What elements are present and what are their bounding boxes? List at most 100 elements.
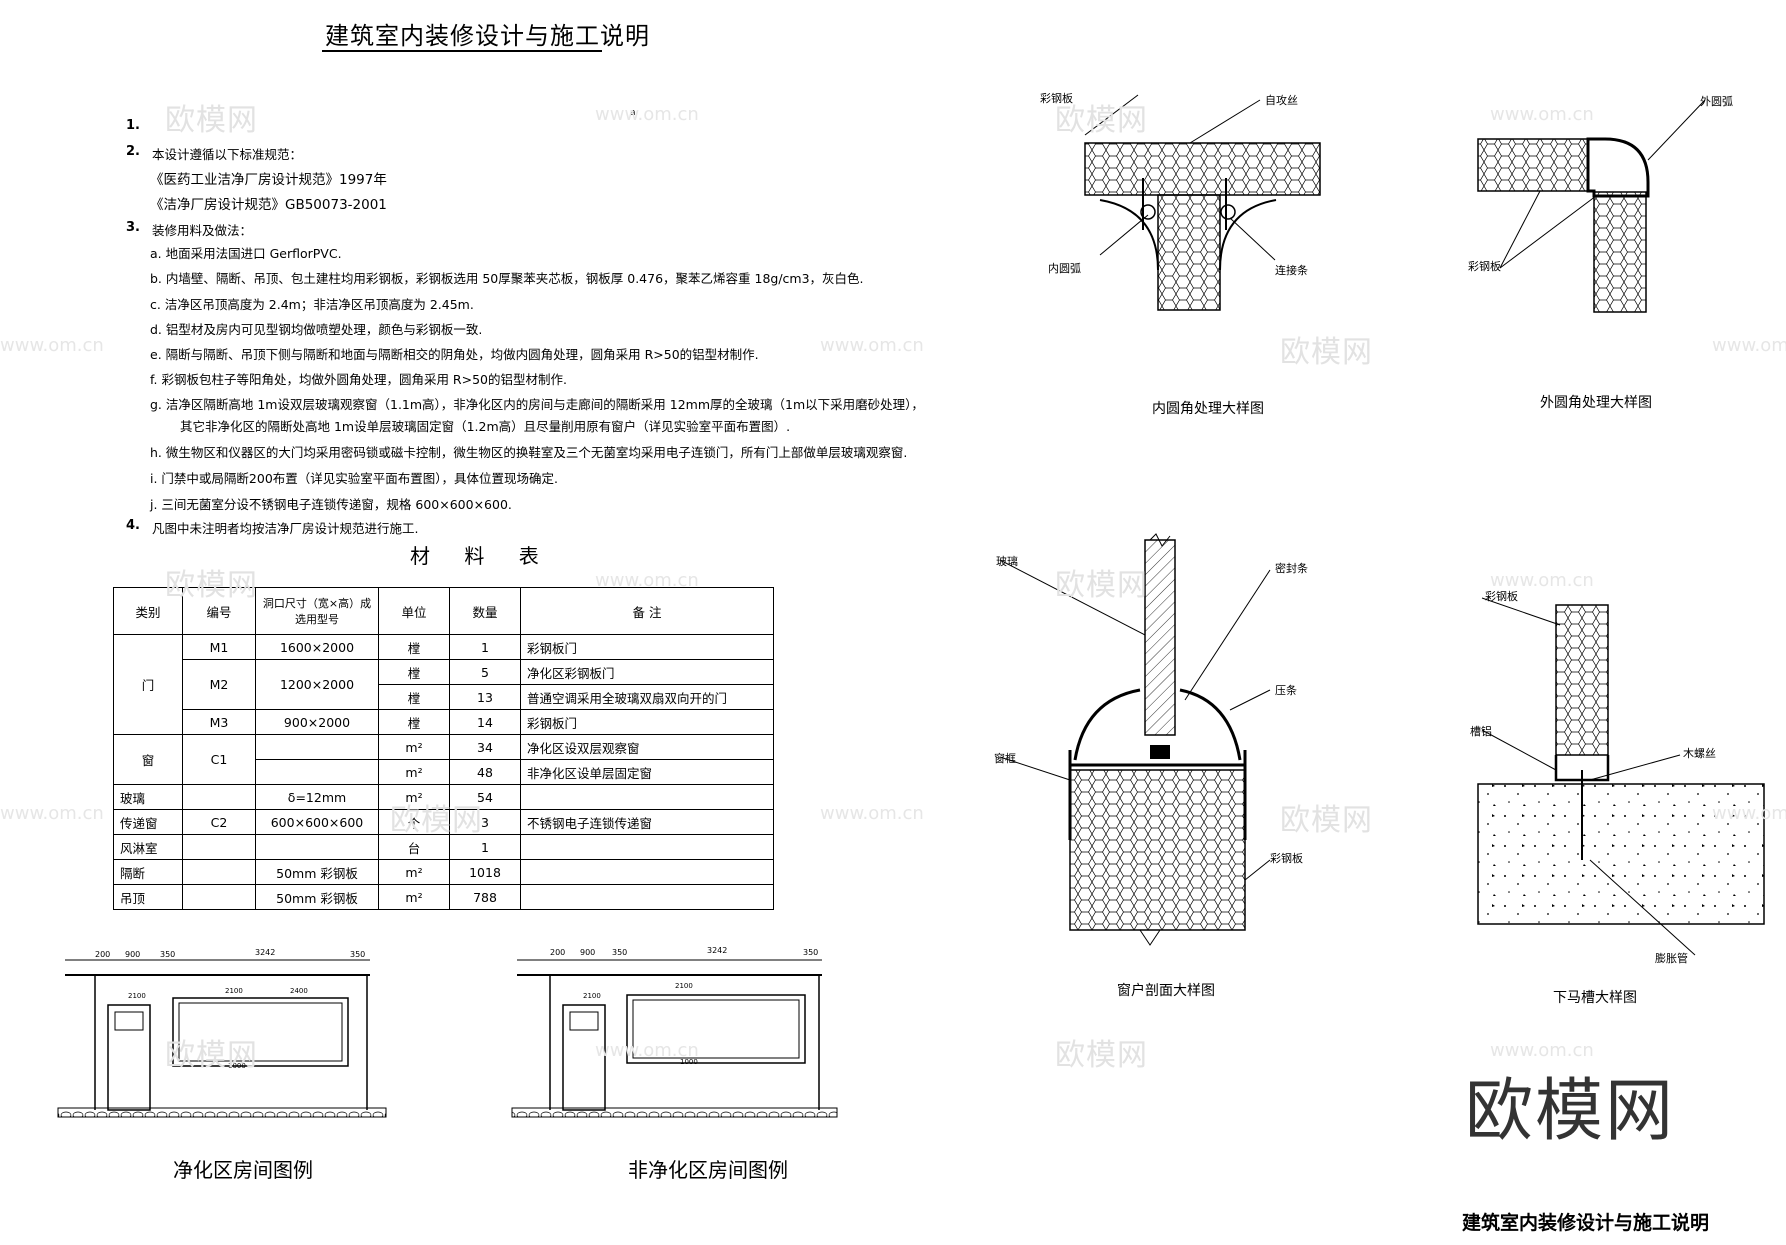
note-3-j: j. 三间无菌室分设不锈钢电子连锁传递窗，规格 600×600×600. [150, 497, 512, 512]
table-row: 传递窗 C2 600×600×600 个 3 不锈钢电子连锁传递窗 [113, 809, 774, 835]
note-1-text: a [630, 108, 636, 118]
label-self-tapping-screw: 自攻丝 [1265, 94, 1298, 107]
note-3-g1: g. 洁净区隔断高地 1m设双层玻璃观察窗（1.1m高），非净化区内的房间与走廊… [150, 397, 924, 412]
table-cell: 50mm 彩钢板 [255, 859, 379, 885]
table-cell: 1 [449, 834, 521, 860]
dim-label: 900 [580, 948, 596, 957]
note-3-i: i. 门禁中或局隔断200布置（详见实验室平面布置图），具体位置现场确定. [150, 471, 559, 486]
note-3-a: a. 地面采用法国进口 GerflorPVC. [150, 246, 342, 261]
note-3-h: h. 微生物区和仪器区的大门均采用密码锁或磁卡控制，微生物区的换鞋室及三个无菌室… [150, 445, 908, 460]
table-cell: 900×2000 [255, 709, 379, 735]
watermark-url: www.om.cn [1712, 803, 1786, 824]
dim-label: 2100 [583, 992, 601, 1000]
table-cell: M2 [182, 659, 256, 710]
note-3-b: b. 内墙壁、隔断、吊顶、包土建柱均用彩钢板，彩钢板选用 50厚聚苯夹芯板，钢板… [150, 271, 864, 286]
watermark: 欧模网 [1280, 335, 1373, 370]
label-color-steel: 彩钢板 [1468, 260, 1501, 273]
table-cell: 3 [449, 809, 521, 835]
note-3-e: e. 隔断与隔断、吊顶下侧与隔断和地面与隔断相交的阴角处，均做内圆角处理，圆角采… [150, 347, 759, 362]
watermark: 欧模网 [1055, 1038, 1148, 1073]
dim-label: 2100 [128, 992, 146, 1000]
dim-label: 200 [95, 950, 111, 959]
watermark-url: www.om.cn [595, 104, 699, 125]
table-cell: M3 [182, 709, 256, 735]
note-4-text: 凡图中未注明者均按洁净厂房设计规范进行施工. [152, 521, 419, 536]
table-row: m² 48 非净化区设单层固定窗 [114, 759, 774, 785]
watermark-url: www.om.cn [1490, 1040, 1594, 1061]
watermark: 欧模网 [390, 803, 483, 838]
table-cell: 个 [378, 809, 450, 835]
note-3-d: d. 铝型材及房内可见型钢均做喷塑处理，颜色与彩钢板一致. [150, 322, 483, 337]
table-cell [520, 884, 774, 910]
watermark-url: www.om.cn [820, 803, 924, 824]
base-channel-detail [1477, 597, 1765, 956]
label-color-steel: 彩钢板 [1040, 92, 1073, 105]
label-color-steel: 彩钢板 [1270, 852, 1303, 865]
watermark: 欧模网 [165, 568, 258, 603]
table-cell: 50mm 彩钢板 [255, 884, 379, 910]
clean-area-elevation [57, 959, 387, 1118]
table-cell: 台 [378, 834, 450, 860]
table-row: 玻璃 δ=12mm m² 54 [113, 784, 774, 810]
dim-label: 3242 [707, 946, 728, 955]
dim-label: 200 [550, 948, 566, 957]
logo: 欧模网 [1465, 1072, 1676, 1151]
table-cell: δ=12mm [255, 784, 379, 810]
watermark: 欧模网 [1280, 803, 1373, 838]
table-row: 窗 C1 m² 34 净化区设双层观察窗 [113, 734, 774, 785]
note-2-standard-a: 《医药工业洁净厂房设计规范》1997年 [150, 172, 387, 188]
table-header: 数量 [449, 587, 521, 635]
table-row: 吊顶 50mm 彩钢板 m² 788 [113, 884, 774, 910]
dim-label: 350 [160, 950, 176, 959]
table-cell [255, 834, 379, 860]
dim-label: 2400 [290, 987, 308, 995]
note-3-f: f. 彩钢板包柱子等阳角处，均做外圆角处理，圆角采用 R>50的铝型材制作. [150, 372, 567, 387]
dim-label: 1000 [680, 1058, 698, 1066]
label-color-steel: 彩钢板 [1485, 590, 1518, 603]
label-connector: 连接条 [1275, 264, 1308, 277]
watermark-url: www.om.cn [595, 1040, 699, 1061]
dim-label: 350 [803, 948, 819, 957]
table-cell: 传递窗 [113, 809, 183, 835]
watermark-url: www.om.cn [1490, 104, 1594, 125]
table-cell [182, 859, 256, 885]
note-3-number: 3. [126, 220, 140, 235]
clean-area-caption: 净化区房间图例 [173, 1158, 313, 1182]
label-aluminum-channel: 槽铝 [1470, 725, 1492, 738]
non-clean-area-elevation [511, 959, 838, 1118]
watermark-url: www.om.cn [1490, 570, 1594, 591]
non-clean-area-caption: 非净化区房间图例 [628, 1158, 788, 1182]
note-3-c: c. 洁净区吊顶高度为 2.4m；非洁净区吊顶高度为 2.45m. [150, 297, 474, 312]
table-cell: 门 [113, 634, 183, 735]
watermark: 欧模网 [165, 1038, 258, 1073]
table-cell: m² [378, 884, 450, 910]
label-outer-arc: 外圆弧 [1700, 95, 1733, 108]
table-cell: 彩钢板门 [520, 634, 774, 660]
note-4-number: 4. [126, 518, 140, 533]
label-wood-screw: 木螺丝 [1683, 747, 1716, 760]
table-cell: 34 [449, 734, 521, 760]
outer-corner-detail [1477, 99, 1706, 313]
table-cell: 788 [449, 884, 521, 910]
table-cell: 净化区彩钢板门 [520, 659, 774, 685]
watermark-url: www.om.cn [1712, 335, 1786, 356]
inner-corner-detail [1084, 94, 1321, 311]
table-cell: C2 [182, 809, 256, 835]
watermark: 欧模网 [1055, 568, 1148, 603]
dim-label: 2100 [675, 982, 693, 990]
note-3-g2: 其它非净化区的隔断处高地 1m设单层玻璃固定窗（1.2m高）且尽量削用原有窗户（… [180, 419, 791, 434]
inner-corner-caption: 内圆角处理大样图 [1152, 401, 1264, 417]
dim-label: 350 [350, 950, 366, 959]
table-cell: 5 [449, 659, 521, 685]
label-seal-strip: 密封条 [1275, 562, 1308, 575]
title-underline [322, 50, 602, 52]
label-expansion-tube: 膨胀管 [1655, 952, 1688, 965]
table-row: 隔断 50mm 彩钢板 m² 1018 [113, 859, 774, 885]
table-cell: 樘 [378, 659, 450, 685]
table-header: 洞口尺寸（宽×高）成选用型号 [255, 587, 379, 635]
label-pressing-strip: 压条 [1275, 684, 1297, 697]
dim-label: 900 [125, 950, 141, 959]
label-window-frame: 窗框 [994, 752, 1016, 765]
watermark-url: www.om.cn [595, 570, 699, 591]
base-channel-caption: 下马槽大样图 [1553, 990, 1637, 1006]
